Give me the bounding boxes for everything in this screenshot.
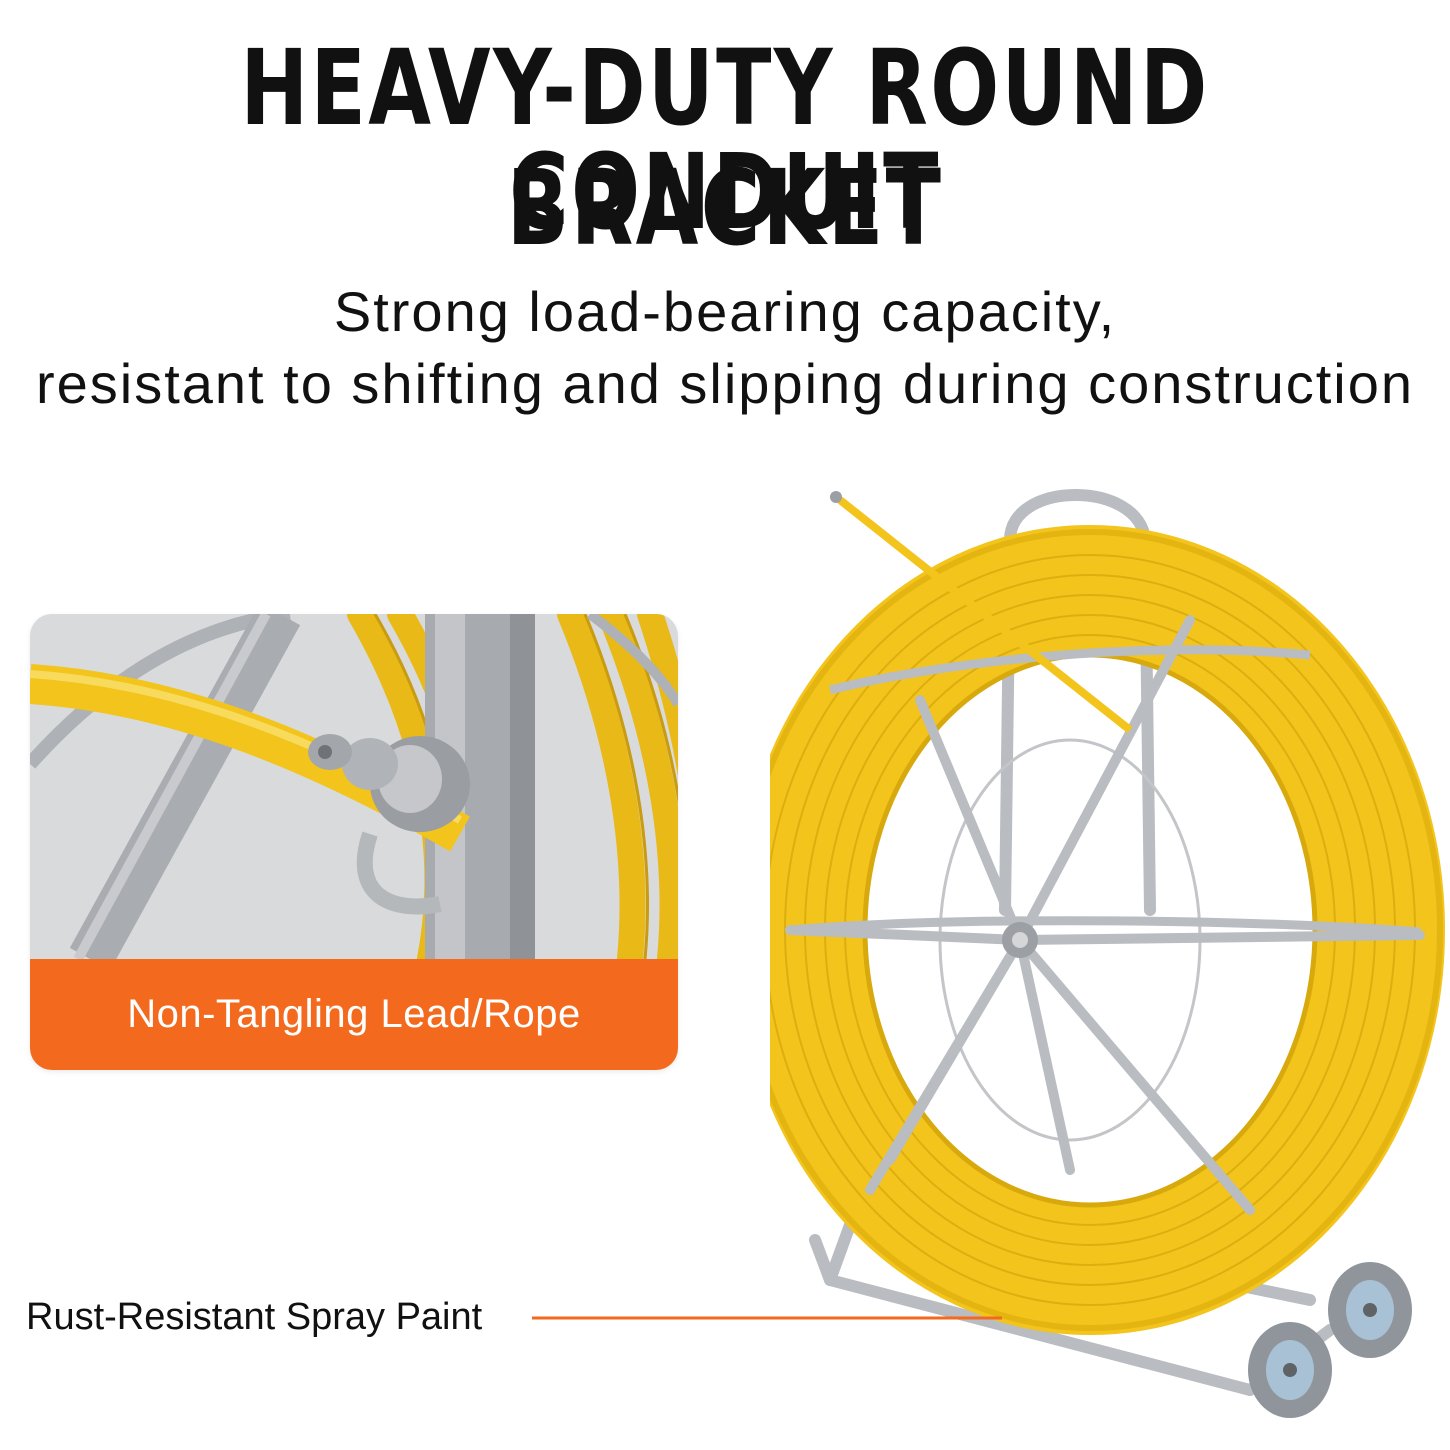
callout-leader-line [532, 1316, 1002, 1320]
subtitle-line-1: Strong load-bearing capacity, [333, 280, 1117, 343]
subtitle-line-2: resistant to shifting and slipping durin… [35, 352, 1415, 415]
page-title-line-1: HEAVY-DUTY ROUND CONDUIT [240, 27, 1210, 253]
page-title-line-2: BRACKET [506, 147, 944, 269]
detail-inset: Non-Tangling Lead/Rope [30, 614, 678, 1070]
paint-callout-label: Rust-Resistant Spray Paint [26, 1296, 483, 1338]
swivel-closeup-image [30, 614, 678, 959]
reel-illustration [770, 489, 1445, 1418]
inset-caption: Non-Tangling Lead/Rope [30, 959, 678, 1070]
